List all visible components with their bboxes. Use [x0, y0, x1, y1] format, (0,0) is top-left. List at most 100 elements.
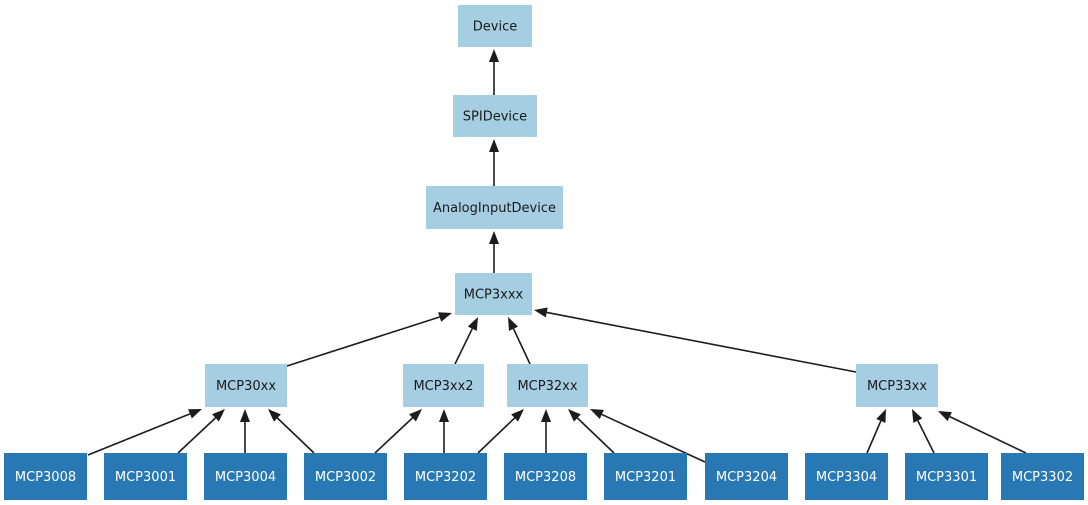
edge-arrowhead-icon	[568, 409, 581, 422]
class-node-analoginputdevice[interactable]: AnalogInputDevice	[426, 186, 563, 229]
edge-arrowhead-icon	[409, 409, 422, 422]
node-label: MCP3008	[15, 470, 76, 485]
inheritance-edge-mcp3304-to-mcp33xx	[866, 409, 886, 454]
edge-line	[546, 311, 857, 373]
node-rect[interactable]	[1001, 453, 1084, 500]
edge-line	[576, 417, 615, 454]
inheritance-edge-mcp3302-to-mcp33xx	[938, 411, 1027, 454]
node-rect[interactable]	[4, 453, 87, 500]
inheritance-edge-mcp3208-to-mcp32xx	[541, 409, 551, 453]
inheritance-edge-mcp3002-to-mcp3xx2	[374, 409, 422, 454]
inheritance-edge-mcp32xx-to-mcp3xxx	[508, 317, 531, 365]
node-label: MCP3302	[1012, 470, 1073, 485]
edge-arrowhead-icon	[489, 231, 499, 244]
node-label: MCP3201	[615, 470, 676, 485]
node-rect[interactable]	[805, 453, 888, 500]
nodes-layer: DeviceSPIDeviceAnalogInputDeviceMCP3xxxM…	[4, 5, 1084, 500]
class-node-mcp3202[interactable]: MCP3202	[404, 453, 487, 500]
edge-line	[512, 328, 531, 365]
edge-line	[276, 417, 315, 454]
class-node-mcp3xxx[interactable]: MCP3xxx	[455, 273, 532, 315]
class-node-mcp3001[interactable]: MCP3001	[104, 453, 187, 500]
class-node-mcp3002[interactable]: MCP3002	[304, 453, 387, 500]
edge-arrowhead-icon	[590, 409, 604, 419]
class-node-mcp33xx[interactable]: MCP33xx	[856, 364, 938, 407]
node-label: MCP30xx	[216, 379, 276, 394]
class-node-mcp3304[interactable]: MCP3304	[805, 453, 888, 500]
node-rect[interactable]	[507, 364, 588, 407]
node-rect[interactable]	[104, 453, 187, 500]
edges-layer	[87, 49, 1027, 463]
class-node-mcp30xx[interactable]: MCP30xx	[205, 364, 287, 407]
class-node-mcp3004[interactable]: MCP3004	[204, 453, 287, 500]
inheritance-edge-mcp3202-to-mcp3xx2	[439, 409, 449, 453]
edge-arrowhead-icon	[489, 49, 499, 62]
node-label: MCP3304	[816, 470, 877, 485]
class-node-spidevice[interactable]: SPIDevice	[453, 95, 537, 137]
edge-arrowhead-icon	[439, 409, 449, 422]
class-node-mcp3201[interactable]: MCP3201	[604, 453, 687, 500]
edge-line	[949, 415, 1027, 454]
edge-arrowhead-icon	[508, 317, 519, 331]
inheritance-edge-mcp3201-to-mcp32xx	[568, 409, 615, 454]
node-label: MCP3xxx	[464, 288, 524, 303]
inheritance-edge-mcp3001-to-mcp30xx	[177, 409, 225, 454]
inheritance-edge-mcp30xx-to-mcp3xxx	[286, 312, 452, 367]
inheritance-edge-mcp3002-to-mcp30xx	[268, 409, 315, 454]
node-rect[interactable]	[856, 364, 938, 407]
edge-arrowhead-icon	[511, 409, 524, 422]
node-rect[interactable]	[504, 453, 587, 500]
edge-arrowhead-icon	[541, 409, 551, 422]
node-rect[interactable]	[205, 364, 287, 407]
edge-line	[286, 316, 440, 367]
node-label: MCP3004	[215, 470, 276, 485]
node-rect[interactable]	[403, 364, 484, 407]
class-node-mcp32xx[interactable]: MCP32xx	[507, 364, 588, 407]
node-label: Device	[473, 20, 517, 35]
inheritance-edge-mcp3008-to-mcp30xx	[87, 409, 202, 456]
node-rect[interactable]	[905, 453, 988, 500]
inheritance-edge-mcp3xx2-to-mcp3xxx	[454, 317, 478, 365]
node-label: MCP3202	[415, 470, 476, 485]
class-node-mcp3008[interactable]: MCP3008	[4, 453, 87, 500]
node-rect[interactable]	[453, 95, 537, 137]
node-rect[interactable]	[204, 453, 287, 500]
node-label: MCP33xx	[867, 379, 927, 394]
edge-line	[177, 417, 217, 454]
edge-arrowhead-icon	[912, 409, 923, 423]
edge-line	[374, 417, 414, 454]
edge-line	[866, 420, 882, 454]
node-rect[interactable]	[304, 453, 387, 500]
class-node-mcp3208[interactable]: MCP3208	[504, 453, 587, 500]
node-rect[interactable]	[604, 453, 687, 500]
node-label: MCP3204	[716, 470, 777, 485]
class-node-mcp3xx2[interactable]: MCP3xx2	[403, 364, 484, 407]
edge-line	[601, 413, 706, 463]
edge-line	[477, 417, 516, 454]
inheritance-edge-mcp3204-to-mcp32xx	[590, 409, 706, 463]
class-node-mcp3204[interactable]: MCP3204	[705, 453, 788, 500]
inheritance-edge-mcp3xxx-to-analoginputdevice	[489, 231, 499, 273]
node-label: MCP32xx	[517, 379, 577, 394]
class-node-mcp3302[interactable]: MCP3302	[1001, 453, 1084, 500]
edge-arrowhead-icon	[467, 317, 478, 331]
node-rect[interactable]	[705, 453, 788, 500]
node-label: MCP3xx2	[413, 379, 473, 394]
class-node-device[interactable]: Device	[458, 5, 532, 47]
edge-arrowhead-icon	[268, 409, 281, 422]
inheritance-edge-mcp3004-to-mcp30xx	[240, 409, 250, 453]
edge-arrowhead-icon	[938, 411, 952, 422]
inheritance-edge-spidevice-to-device	[489, 49, 499, 95]
node-label: MCP3001	[115, 470, 176, 485]
edge-arrowhead-icon	[212, 409, 225, 422]
edge-arrowhead-icon	[188, 409, 202, 419]
node-rect[interactable]	[455, 273, 532, 315]
class-node-mcp3301[interactable]: MCP3301	[905, 453, 988, 500]
edge-line	[917, 420, 935, 454]
node-rect[interactable]	[458, 5, 532, 47]
node-rect[interactable]	[404, 453, 487, 500]
edge-arrowhead-icon	[438, 312, 452, 322]
node-rect[interactable]	[426, 186, 563, 229]
